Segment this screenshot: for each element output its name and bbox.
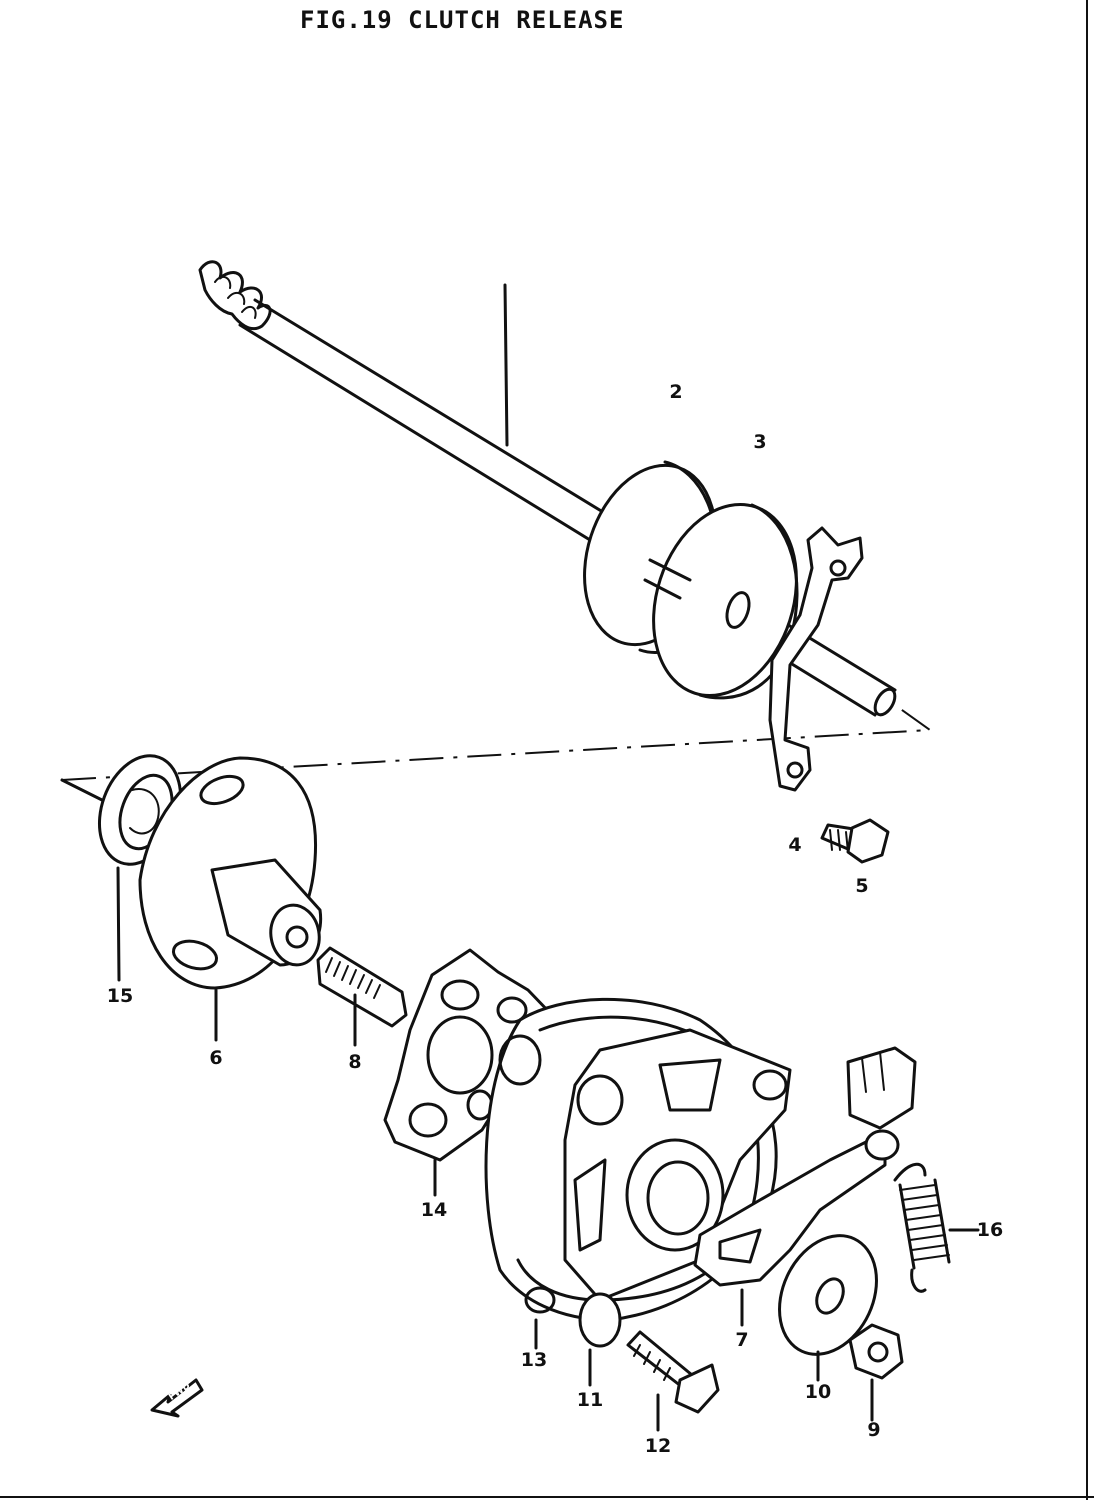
callout-7: 7 xyxy=(735,1329,749,1351)
callout-2: 2 xyxy=(669,381,683,403)
part-7-release-arm xyxy=(693,1046,917,1327)
callout-8: 8 xyxy=(348,1051,362,1073)
assembly-reference-line xyxy=(61,704,933,781)
callout-9: 9 xyxy=(867,1419,881,1441)
callout-11: 11 xyxy=(576,1389,604,1411)
part-16-return-spring xyxy=(893,1162,980,1293)
callout-4: 4 xyxy=(788,834,802,856)
figure-title: FIG.19 CLUTCH RELEASE xyxy=(300,6,625,34)
leader-line-1 xyxy=(503,283,509,447)
part-4-bracket xyxy=(768,526,864,792)
part-9-nut xyxy=(848,1323,904,1422)
callout-5: 5 xyxy=(855,875,869,897)
part-8-adjusting-screw xyxy=(316,946,408,1047)
part-5-bolt xyxy=(820,818,890,864)
callout-15: 15 xyxy=(106,985,134,1007)
callout-16: 16 xyxy=(976,1219,1004,1241)
front-direction-arrow xyxy=(150,1378,204,1418)
part-6-release-housing xyxy=(138,756,323,1042)
callout-10: 10 xyxy=(804,1381,832,1403)
callout-13: 13 xyxy=(520,1349,548,1371)
callout-6: 6 xyxy=(209,1047,223,1069)
part-10-washer xyxy=(778,1234,878,1382)
frame-border-right xyxy=(1086,0,1088,1500)
part-3-release-cam xyxy=(643,502,799,700)
callout-3: 3 xyxy=(753,431,767,453)
part-12-screw xyxy=(626,1330,720,1432)
frame-border-bottom xyxy=(0,1496,1094,1498)
callout-12: 12 xyxy=(644,1435,672,1457)
part-13-cover xyxy=(484,997,792,1387)
callout-14: 14 xyxy=(420,1199,448,1221)
